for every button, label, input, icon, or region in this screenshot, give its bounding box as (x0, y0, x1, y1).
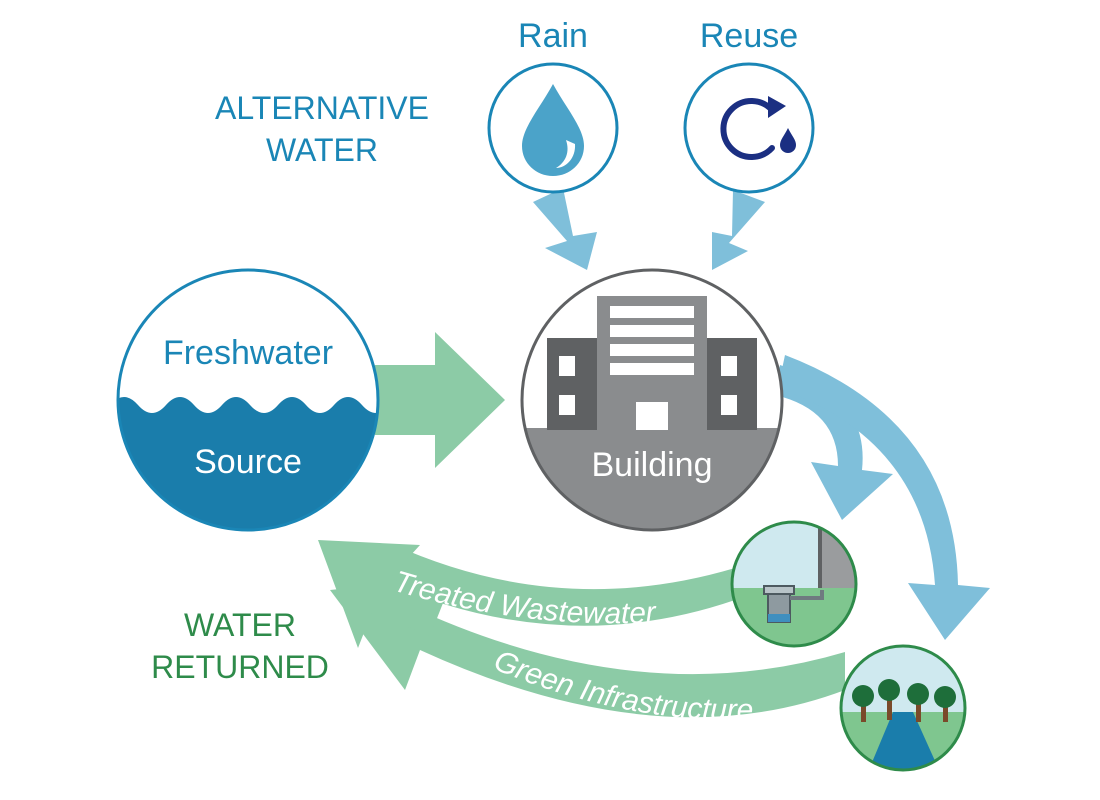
reuse-circle: Reuse (683, 17, 815, 194)
rain-arrow (533, 188, 597, 270)
rain-label: Rain (518, 17, 588, 55)
green-infrastructure-circle (839, 644, 967, 772)
alternative-water-label-line1: ALTERNATIVE (215, 90, 429, 126)
freshwater-source-circle: Freshwater Source (116, 268, 380, 532)
treated-wastewater-return-arrow (380, 544, 735, 626)
water-returned-arrowhead (318, 540, 445, 648)
wave-water-icon (118, 397, 378, 530)
freshwater-to-building-arrow (375, 332, 505, 468)
building-to-green-infrastructure-arrow (778, 355, 990, 640)
building-icon (547, 296, 757, 430)
reuse-label: Reuse (700, 17, 798, 55)
alternative-water-label-line2: WATER (266, 132, 378, 168)
freshwater-label: Freshwater (163, 334, 333, 372)
source-label: Source (194, 443, 302, 481)
water-returned-label-line1: WATER (184, 607, 296, 643)
recycle-drop-icon (720, 96, 796, 160)
reuse-arrow (712, 190, 765, 270)
building-label: Building (592, 446, 713, 484)
treated-wastewater-circle (730, 520, 858, 648)
building-to-wastewater-arrow (775, 365, 893, 520)
building-circle: Building (520, 268, 784, 532)
green-infrastructure-return-arrow (330, 578, 845, 718)
water-returned-label-line2: RETURNED (151, 649, 329, 685)
water-drop-icon (522, 84, 584, 176)
rain-circle: Rain (487, 17, 619, 194)
